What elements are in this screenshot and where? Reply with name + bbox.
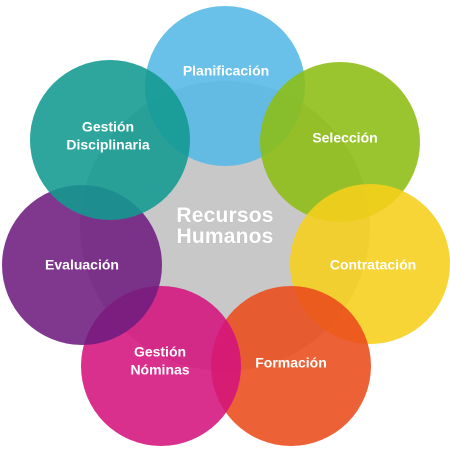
- petal-circle-formacion: [211, 286, 371, 446]
- petal-circle-evaluacion: [2, 185, 162, 345]
- petal-circle-seleccion: [260, 62, 420, 222]
- petal-circle-gestion-disciplinaria: [30, 60, 190, 220]
